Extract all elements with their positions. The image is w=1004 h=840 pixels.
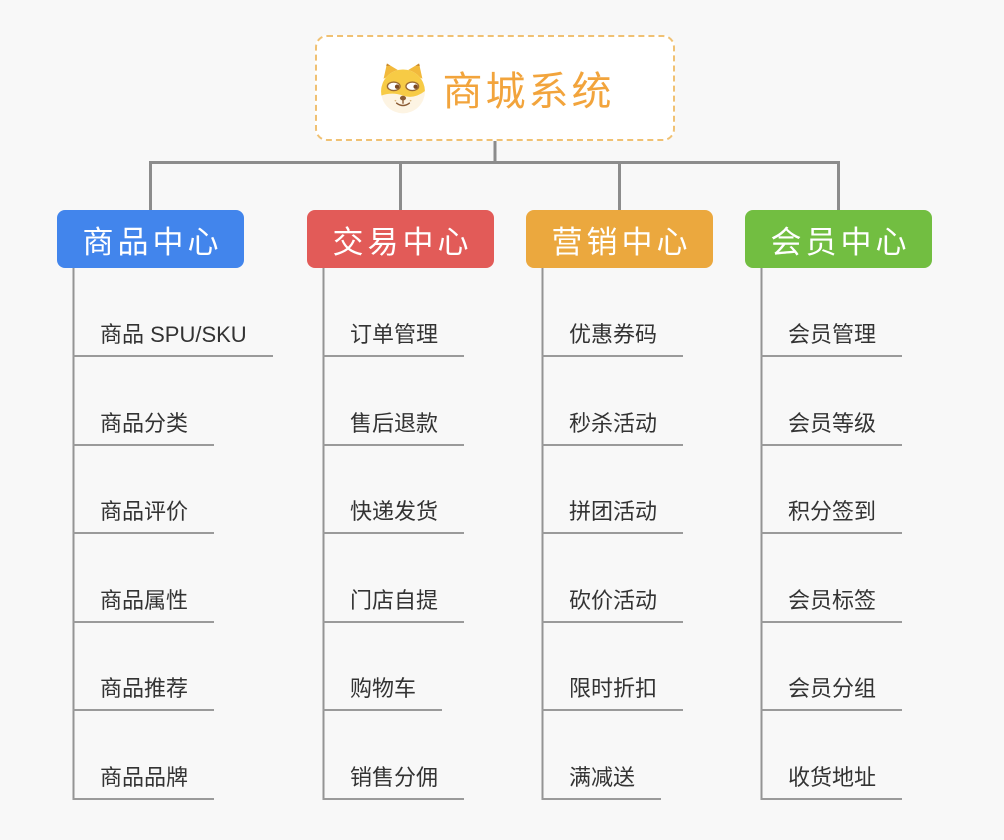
leaf-node[interactable]: 砍价活动 [542,586,684,623]
leaf-node[interactable]: 拼团活动 [542,497,684,534]
leaf-node[interactable]: 收货地址 [761,763,903,800]
leaf-node[interactable]: 商品品牌 [73,763,215,800]
root-title: 商城系统 [442,70,615,114]
leaf-node[interactable]: 会员标签 [761,586,903,623]
branch-label: 商品中心 [82,224,223,260]
leaf-node[interactable]: 商品评价 [73,497,215,534]
leaf-node[interactable]: 秒杀活动 [542,409,684,446]
branch-label: 营销中心 [551,224,692,260]
leaf-node[interactable]: 快递发货 [323,497,465,534]
branch-node-0[interactable]: 商品中心 [57,210,244,268]
leaf-node[interactable]: 售后退款 [323,409,465,446]
branch-label: 交易中心 [332,224,473,260]
leaf-node[interactable]: 优惠券码 [542,320,684,357]
leaf-node[interactable]: 会员等级 [761,409,903,446]
leaf-node[interactable]: 订单管理 [323,320,465,357]
leaf-node[interactable]: 商品推荐 [73,674,215,711]
leaf-node[interactable]: 门店自提 [323,586,465,623]
leaf-node[interactable]: 满减送 [542,763,662,800]
leaf-node[interactable]: 会员管理 [761,320,903,357]
leaf-node[interactable]: 商品属性 [73,586,215,623]
leaf-node[interactable]: 会员分组 [761,674,903,711]
leaf-node[interactable]: 销售分佣 [323,763,465,800]
dog-face-icon [376,61,430,115]
leaf-node[interactable]: 商品 SPU/SKU [73,320,273,357]
leaf-node[interactable]: 限时折扣 [542,674,684,711]
leaf-node[interactable]: 积分签到 [761,497,903,534]
branch-label: 会员中心 [770,224,911,260]
leaf-node[interactable]: 商品分类 [73,409,215,446]
branch-node-3[interactable]: 会员中心 [745,210,932,268]
root-node[interactable]: 商城系统 [315,35,675,141]
leaf-node[interactable]: 购物车 [323,674,443,711]
branch-node-1[interactable]: 交易中心 [307,210,494,268]
branch-node-2[interactable]: 营销中心 [526,210,713,268]
